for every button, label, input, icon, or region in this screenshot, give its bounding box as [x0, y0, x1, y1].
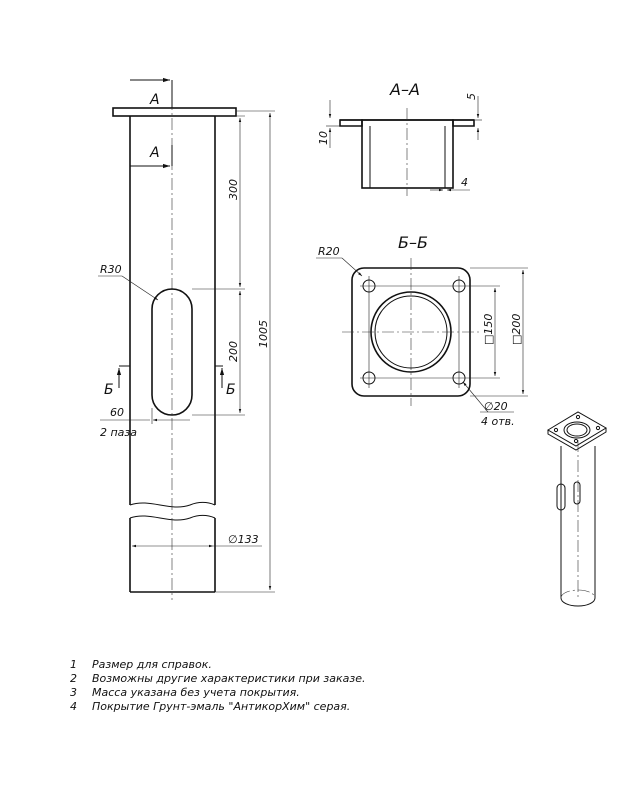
section-bb-title: Б–Б [398, 233, 428, 252]
iso-slot-right [573, 481, 581, 505]
note-text: Масса указана без учета покрытия. [92, 686, 300, 699]
note-number: 3 [70, 686, 77, 699]
note-item: 1 Размер для справок. [70, 658, 590, 672]
hole-count-label: 4 отв. [481, 415, 515, 428]
iso-hole-3 [595, 425, 601, 431]
section-bb-view: Б–Б R20 □150 □200 ∅20 4 отв. [316, 233, 528, 428]
dim-200-sq-label: □200 [510, 314, 523, 345]
section-b-label-right: Б [226, 382, 236, 398]
note-item: 3 Масса указана без учета покрытия. [70, 686, 590, 700]
break-line-lower [129, 514, 216, 521]
notes: 1 Размер для справок. 2 Возможны другие … [70, 658, 590, 714]
front-view: A A Б Б 300 200 1005 R30 60 2 паз [98, 77, 275, 600]
top-flange [112, 107, 237, 117]
iso-pipe-bottom [560, 597, 596, 607]
dim-60-label: 60 [110, 406, 124, 419]
section-a-label-mid: A [149, 145, 160, 161]
radius-r30-pointer [121, 275, 159, 301]
dim-1005-label: 1005 [257, 320, 270, 348]
dim-5-label: 5 [465, 93, 478, 100]
iso-slot-left [556, 483, 566, 511]
note-item: 2 Возможны другие характеристики при зак… [70, 672, 590, 686]
note-text: Размер для справок. [92, 658, 212, 671]
dim-300-label: 300 [227, 179, 240, 200]
iso-pipe-top-inner [566, 423, 588, 437]
section-aa-title: А–А [389, 80, 420, 99]
radius-r20-pointer [341, 257, 363, 277]
note-item: 4 Покрытие Грунт-эмаль "АнтикорХим" сера… [70, 700, 590, 714]
iso-flange-edge [547, 428, 607, 451]
section-b-label-left: Б [104, 382, 114, 398]
section-a-label-top: A [149, 92, 160, 108]
section-aa-view: А–А 5 10 4 [317, 80, 482, 196]
dim-d133-label: ∅133 [228, 533, 259, 546]
dim-4-label: 4 [461, 176, 468, 189]
slot [151, 288, 193, 416]
isometric-view [547, 411, 607, 607]
hole-diameter-label: ∅20 [484, 400, 508, 413]
dim-200-label: 200 [227, 341, 240, 362]
dim-150-label: □150 [482, 314, 495, 345]
note-number: 4 [70, 700, 77, 713]
hole-leader [462, 381, 489, 413]
iso-hole-4 [573, 438, 579, 444]
iso-hole-2 [575, 414, 581, 420]
note-text: Возможны другие характеристики при заказ… [92, 672, 366, 685]
iso-pipe-top-outer [563, 421, 591, 439]
iso-hole-1 [553, 427, 559, 433]
radius-r30-label: R30 [100, 263, 122, 276]
break-line-upper [129, 501, 216, 508]
note-number: 1 [70, 658, 77, 671]
note-text: Покрытие Грунт-эмаль "АнтикорХим" серая. [92, 700, 351, 713]
dim-10-label: 10 [317, 131, 330, 145]
radius-r20-label: R20 [318, 245, 340, 258]
section-aa-pipe [361, 119, 454, 189]
note-number: 2 [70, 672, 77, 685]
slot-count-label: 2 паза [100, 426, 137, 439]
